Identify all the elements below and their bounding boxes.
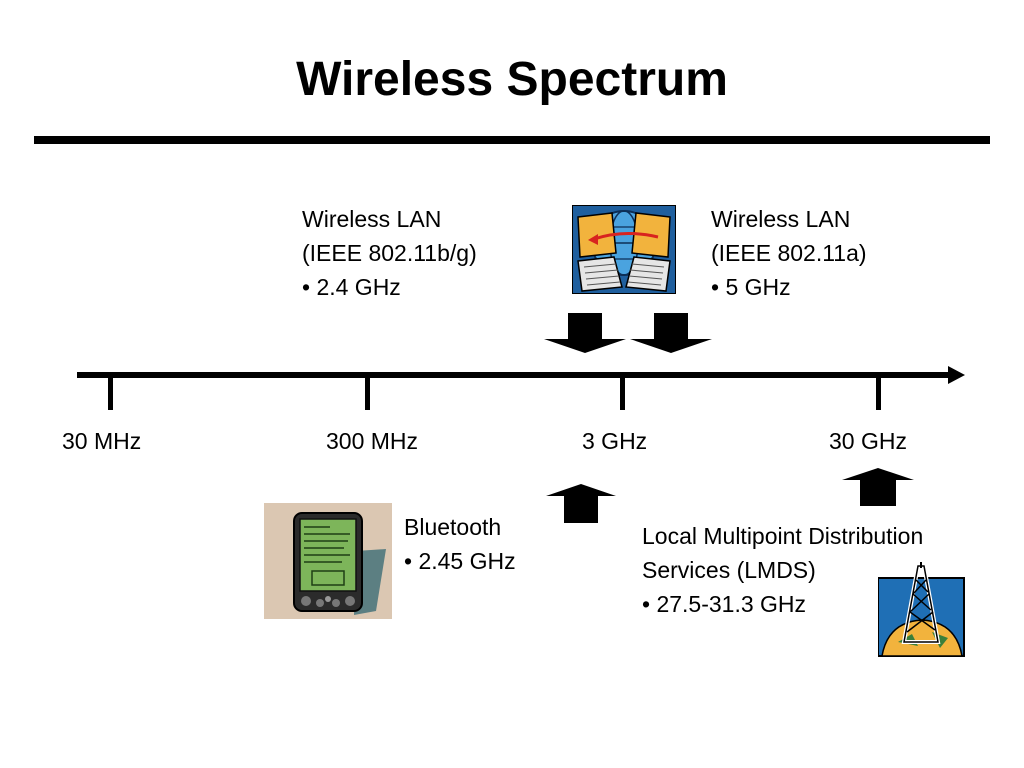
wlan-a-label: Wireless LAN (IEEE 802.11a) • 5 GHz (711, 202, 867, 304)
bluetooth-name: Bluetooth (404, 514, 502, 540)
axis-arrowhead (948, 366, 965, 384)
tick-label-300mhz: 300 MHz (326, 428, 419, 454)
tick-30mhz (108, 375, 113, 410)
wlan-bg-frequency: • 2.4 GHz (302, 274, 401, 300)
tick-label-30mhz: 30 MHz (62, 428, 142, 454)
tick-30ghz (876, 375, 881, 410)
bluetooth-label: Bluetooth • 2.45 GHz (404, 510, 516, 578)
lmds-name-cont: Services (LMDS) (642, 557, 816, 583)
wlan-a-frequency: • 5 GHz (711, 274, 791, 300)
wlan-bg-name: Wireless LAN (302, 206, 442, 232)
tick-3ghz (620, 375, 625, 410)
lmds-name: Local Multipoint Distribution (642, 523, 924, 549)
frequency-axis (77, 372, 952, 378)
wlan-bg-down-arrow (544, 313, 626, 353)
lmds-label: Local Multipoint Distribution Services (… (642, 519, 923, 621)
pda-handheld-icon (264, 503, 392, 619)
networked-computers-icon (572, 205, 676, 294)
tick-300mhz (365, 375, 370, 410)
page-title: Wireless Spectrum (296, 53, 728, 106)
wlan-bg-label: Wireless LAN (IEEE 802.11b/g) • 2.4 GHz (302, 202, 477, 304)
wlan-a-name: Wireless LAN (711, 206, 851, 232)
radio-tower-icon (878, 562, 965, 657)
tick-label-30ghz: 30 GHz (829, 428, 907, 454)
lmds-up-arrow (842, 468, 914, 506)
lmds-frequency: • 27.5-31.3 GHz (642, 591, 807, 617)
wlan-a-down-arrow (630, 313, 712, 353)
wlan-bg-standard: (IEEE 802.11b/g) (302, 240, 477, 266)
tick-label-3ghz: 3 GHz (582, 428, 648, 454)
bluetooth-frequency: • 2.45 GHz (404, 548, 516, 574)
title-divider (34, 136, 990, 144)
wlan-a-standard: (IEEE 802.11a) (711, 240, 867, 266)
bluetooth-up-arrow (546, 484, 616, 523)
